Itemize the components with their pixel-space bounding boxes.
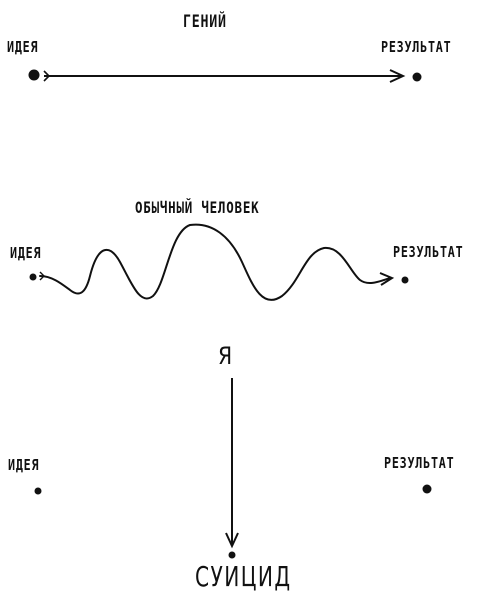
ordinary-result-dot [401,276,409,284]
ordinary-line-tail [39,271,45,281]
me-outcome-dot [228,551,236,559]
ordinary-result-label: РЕЗУЛЬТАТ [393,243,464,261]
me-idea-label: ИДЕЯ [8,456,40,474]
genius-line-tail [43,70,51,82]
ordinary-arrow-head [379,272,395,286]
me-arrow-head [225,532,239,549]
genius-result-label: РЕЗУЛЬТАТ [381,38,452,56]
genius-result-dot [412,72,422,82]
genius-title: ГЕНИЙ [183,12,227,32]
me-result-label: РЕЗУЛЬТАТ [384,454,455,472]
ordinary-title: ОБЫЧНЫЙ ЧЕЛОВЕК [135,198,260,217]
me-result-dot [422,484,432,494]
genius-panel-drawing [28,69,422,83]
me-outcome-label: СУИЦИД [195,560,292,593]
ordinary-panel-drawing [29,223,409,301]
ordinary-idea-dot [29,273,37,281]
me-title: Я [218,342,234,370]
genius-idea-dot [28,69,40,81]
ordinary-idea-label: ИДЕЯ [10,244,42,262]
ordinary-wavy-line [39,223,391,301]
genius-arrow-head [389,69,406,83]
me-idea-dot [34,487,42,495]
genius-idea-label: ИДЕЯ [7,38,39,56]
me-panel-drawing [34,378,432,559]
